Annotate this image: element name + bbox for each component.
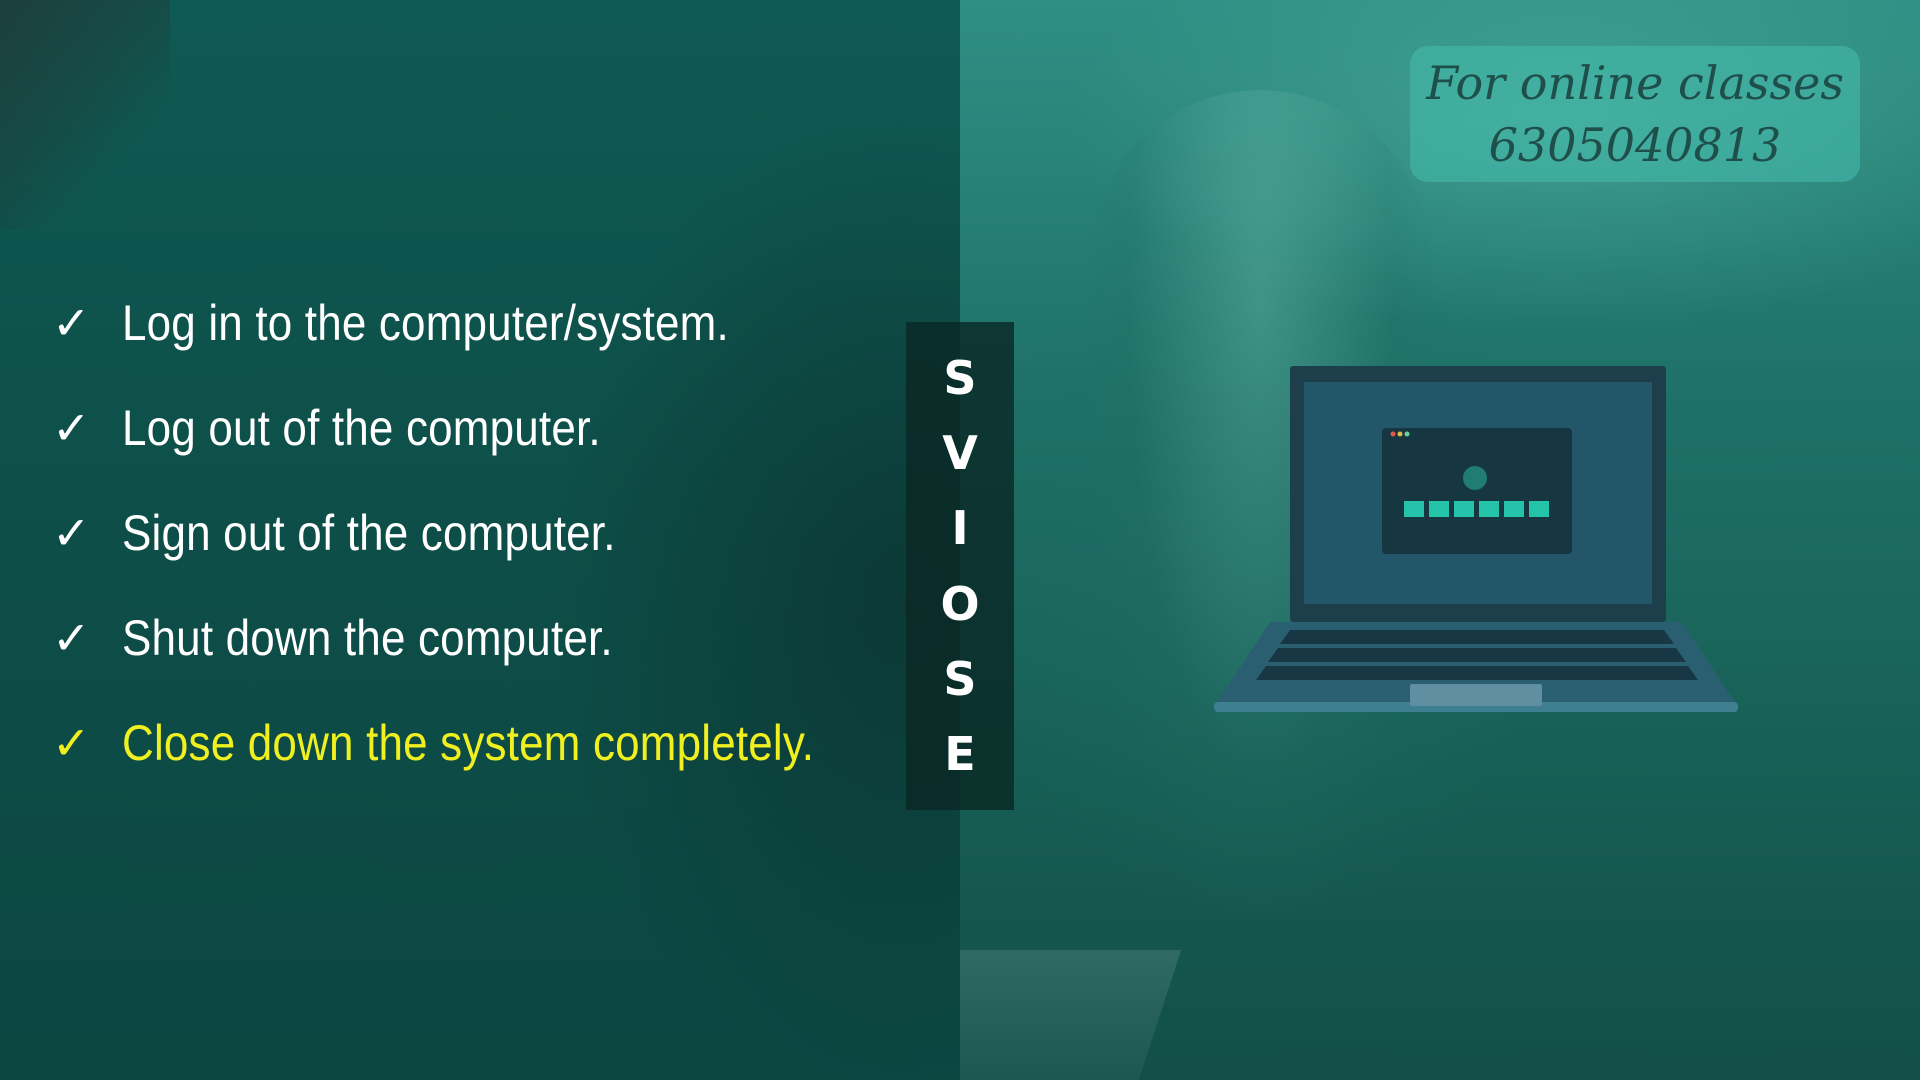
checklist-item-highlighted: ✓ Close down the system completely. bbox=[52, 690, 932, 795]
banner-letter: O bbox=[940, 576, 980, 631]
contact-phone: 6305040813 bbox=[1488, 118, 1782, 172]
checkmark-icon: ✓ bbox=[52, 400, 91, 455]
checkmark-icon: ✓ bbox=[52, 610, 91, 665]
user-avatar-icon bbox=[1463, 466, 1487, 490]
login-window bbox=[1382, 428, 1572, 554]
checklist-item: ✓ Shut down the computer. bbox=[52, 585, 932, 690]
banner-letter: S bbox=[943, 651, 977, 706]
checklist-item: ✓ Sign out of the computer. bbox=[52, 480, 932, 585]
checklist-item-text: Log in to the computer/system. bbox=[122, 294, 729, 351]
checklist-item-text: Log out of the computer. bbox=[122, 399, 601, 456]
banner-letter: E bbox=[944, 727, 976, 782]
checklist-item: ✓ Log out of the computer. bbox=[52, 375, 932, 480]
window-dot-icon bbox=[1390, 431, 1396, 437]
vertical-letter-banner: S V I O S E bbox=[906, 322, 1014, 810]
checkmark-icon: ✓ bbox=[52, 505, 91, 560]
password-field bbox=[1404, 501, 1549, 517]
banner-letter: V bbox=[942, 425, 978, 480]
checkmark-icon: ✓ bbox=[52, 715, 91, 770]
contact-line-1: For online classes bbox=[1426, 56, 1844, 110]
banner-letter: I bbox=[951, 501, 969, 556]
checklist-item-text: Sign out of the computer. bbox=[122, 504, 616, 561]
window-dot-icon bbox=[1404, 431, 1410, 437]
trackpad bbox=[1410, 684, 1542, 706]
checklist-item: ✓ Log in to the computer/system. bbox=[52, 270, 932, 375]
banner-letter: S bbox=[943, 350, 977, 405]
corner-shade bbox=[0, 0, 170, 230]
keyboard bbox=[1256, 630, 1698, 680]
laptop-illustration bbox=[1214, 366, 1738, 712]
checklist: ✓ Log in to the computer/system. ✓ Log o… bbox=[52, 270, 932, 795]
checkmark-icon: ✓ bbox=[52, 295, 91, 350]
checklist-item-text: Shut down the computer. bbox=[122, 609, 613, 666]
window-dot-icon bbox=[1397, 431, 1403, 437]
checklist-item-text: Close down the system completely. bbox=[122, 714, 815, 771]
contact-box: For online classes 6305040813 bbox=[1410, 46, 1860, 182]
